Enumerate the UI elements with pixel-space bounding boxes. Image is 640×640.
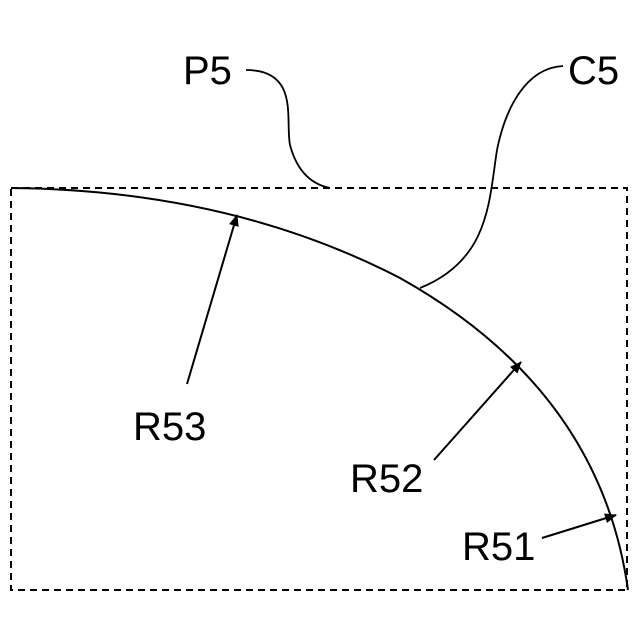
panel-label: P5 <box>183 49 232 93</box>
curve-leader-line <box>420 66 563 288</box>
radius-label-r53: R53 <box>133 405 206 449</box>
radius-arrow-r53 <box>187 215 237 384</box>
radius-arrow-r51 <box>542 515 616 538</box>
radius-arrow-r52 <box>434 362 521 460</box>
radius-label-r52: R52 <box>350 457 423 501</box>
radius-label-r51: R51 <box>462 525 535 569</box>
curve-profile <box>11 188 628 590</box>
panel-leader-line <box>246 70 330 188</box>
curve-label: C5 <box>568 49 619 93</box>
